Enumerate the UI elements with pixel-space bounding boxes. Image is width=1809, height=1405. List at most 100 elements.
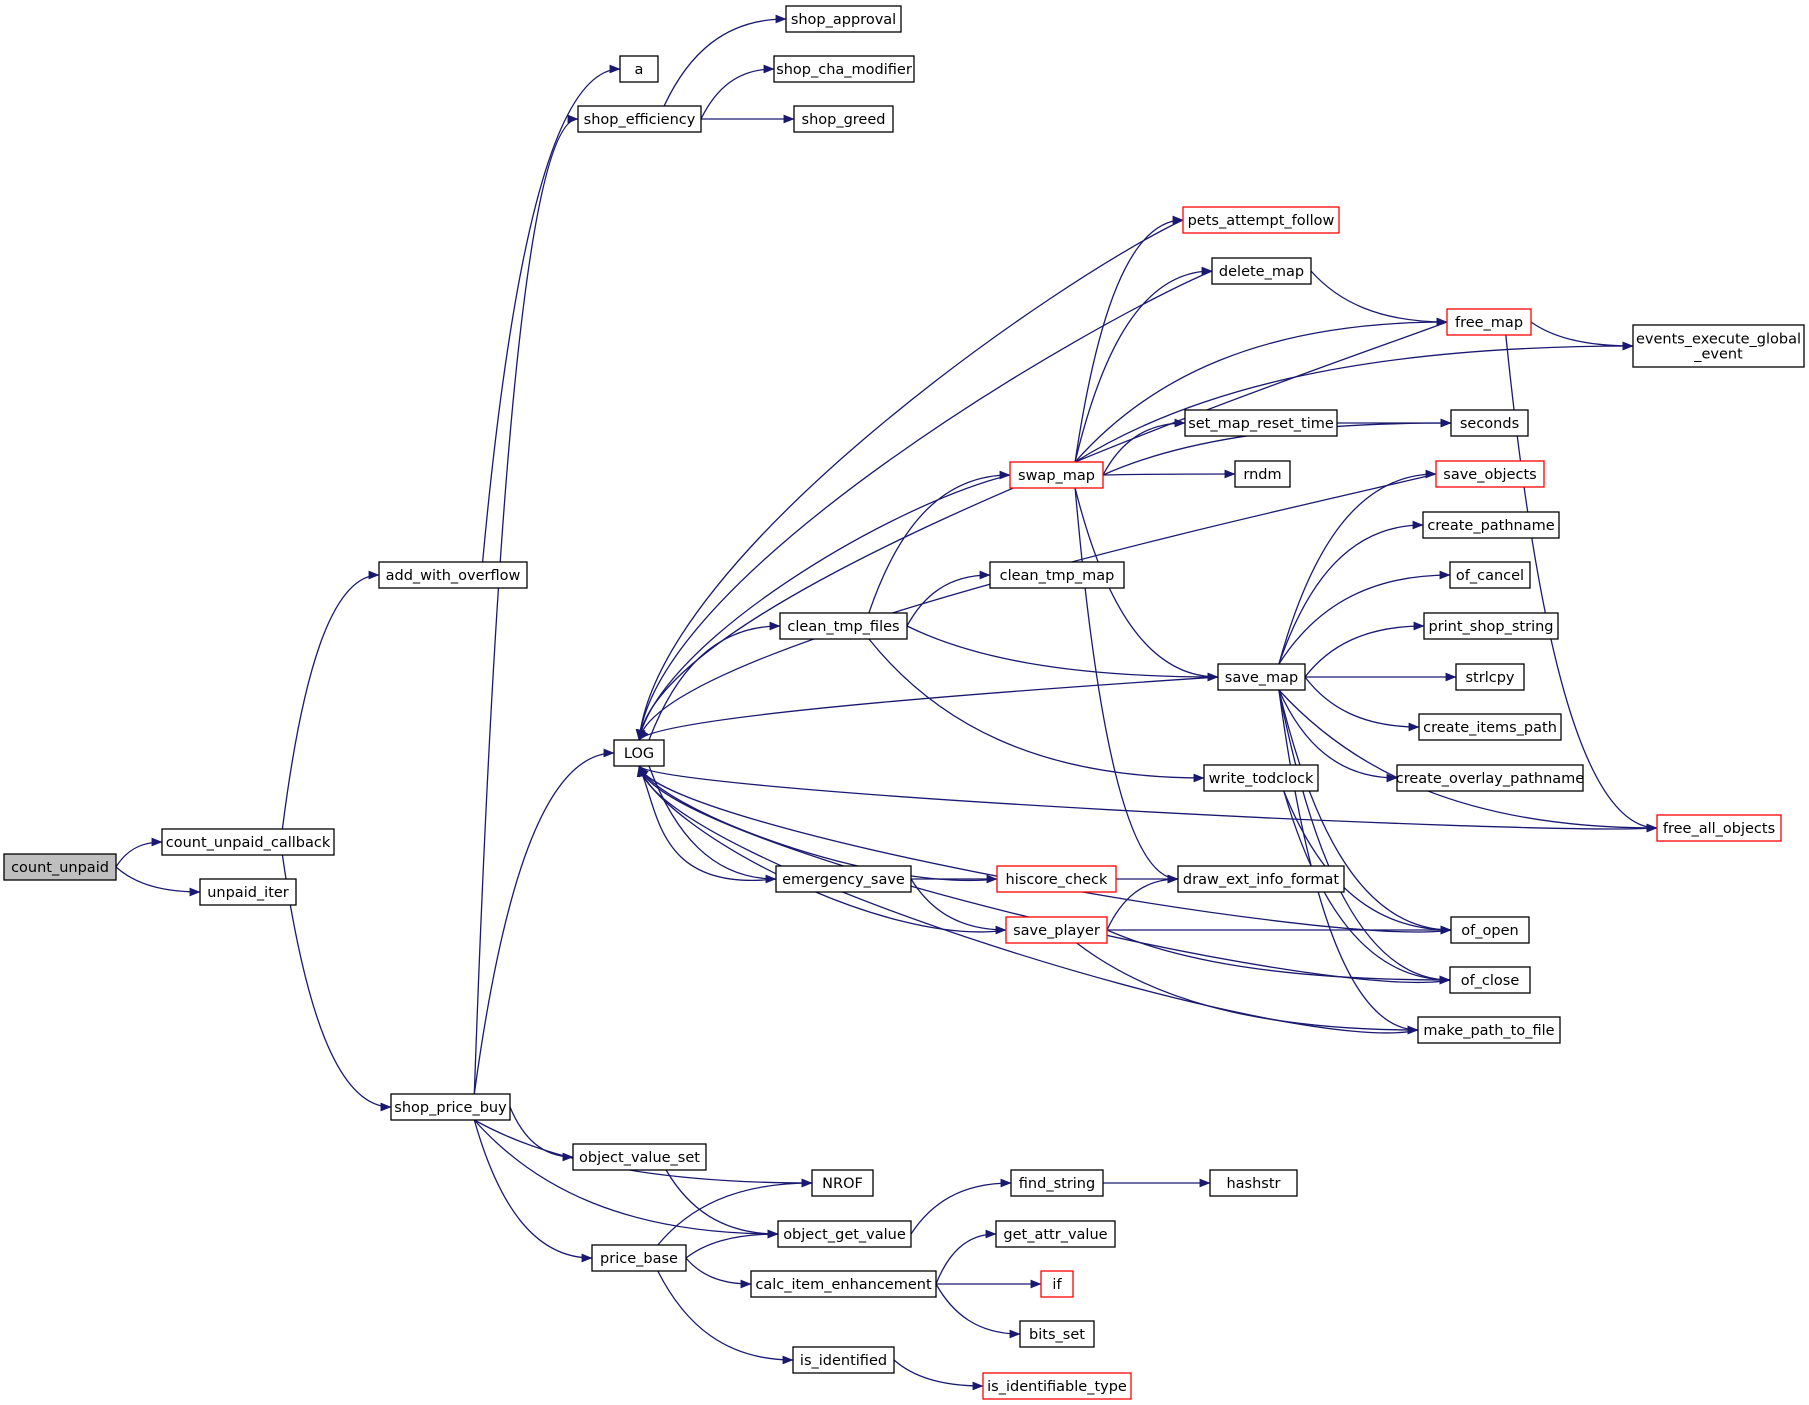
node-emergency-save[interactable]: emergency_save (775, 865, 912, 893)
node-label: free_all_objects (1663, 821, 1775, 837)
node-is-identified[interactable]: is_identified (792, 1346, 895, 1374)
edge-object-value-set-to-object-get-value (665, 1169, 779, 1239)
edge-shop-efficiency-to-shop-cha-modifier (700, 64, 775, 120)
node-box (1449, 561, 1531, 589)
node-object-value-set[interactable]: object_value_set (572, 1143, 707, 1171)
node-box (785, 5, 902, 33)
edge-calc-item-enhancement-to-get-attr-value (935, 1229, 997, 1285)
node-label: of_close (1461, 973, 1520, 989)
node-label: find_string (1019, 1176, 1095, 1192)
node-shop-cha-modifier[interactable]: shop_cha_modifier (773, 55, 915, 83)
node-label: save_objects (1443, 467, 1536, 483)
node-strlcpy[interactable]: strlcpy (1455, 663, 1525, 691)
node-clean-tmp-files[interactable]: clean_tmp_files (779, 612, 908, 640)
node-create-pathname[interactable]: create_pathname (1422, 511, 1560, 539)
node-get-attr-value[interactable]: get_attr_value (995, 1220, 1116, 1248)
edge-write-todclock-to-of-open (1283, 790, 1452, 935)
node-label: shop_cha_modifier (776, 62, 912, 78)
edge-save-map-to-free-all-objects (1278, 689, 1658, 833)
edge-save-map-to-save-objects (1278, 469, 1437, 665)
node-box (1446, 308, 1532, 336)
node-shop-efficiency[interactable]: shop_efficiency (577, 105, 702, 133)
node-label: LOG (624, 746, 654, 762)
node-of-close[interactable]: of_close (1449, 966, 1531, 994)
node-box (1040, 1270, 1074, 1298)
node-swap-map[interactable]: swap_map (1009, 461, 1104, 489)
node-box (1010, 1169, 1104, 1197)
edge-free-map-to-events-execute-global-event (1530, 321, 1634, 351)
node-free-all-objects[interactable]: free_all_objects (1656, 814, 1782, 842)
node-delete-map[interactable]: delete_map (1211, 257, 1312, 285)
edge-save-player-to-draw-ext-info-format (1106, 874, 1179, 931)
node-label: free_map (1455, 315, 1523, 331)
node-shop-greed[interactable]: shop_greed (793, 105, 894, 133)
node-count-unpaid[interactable]: count_unpaid (3, 853, 117, 881)
node-hiscore-check[interactable]: hiscore_check (996, 865, 1117, 893)
edge-save-map-to-of-open (1278, 689, 1452, 935)
edge-calc-item-enhancement-to-bits-set (935, 1283, 1021, 1339)
node-label: of_cancel (1456, 568, 1524, 584)
node-unpaid-iter[interactable]: unpaid_iter (199, 878, 297, 906)
node-save-player[interactable]: save_player (1005, 916, 1108, 944)
node-LOG[interactable]: LOG (613, 739, 665, 767)
node-label: shop_greed (802, 112, 886, 128)
node-of-open[interactable]: of_open (1450, 916, 1530, 944)
node-box (572, 1143, 707, 1171)
edge-of-close-to-LOG (637, 765, 1451, 984)
node-clean-tmp-map[interactable]: clean_tmp_map (989, 561, 1125, 589)
node-add-with-overflow[interactable]: add_with_overflow (378, 561, 528, 589)
node-box (811, 1169, 874, 1197)
node-box (161, 828, 335, 856)
node-write-todclock[interactable]: write_todclock (1203, 764, 1319, 792)
node-shop-approval[interactable]: shop_approval (785, 5, 902, 33)
node-save-objects[interactable]: save_objects (1435, 460, 1545, 488)
node-label: strlcpy (1466, 670, 1515, 686)
node-is-identifiable-type[interactable]: is_identifiable_type (982, 1372, 1132, 1400)
node-price-base[interactable]: price_base (591, 1244, 687, 1272)
node-a[interactable]: a (619, 55, 659, 83)
node-box (989, 561, 1125, 589)
node-label: save_map (1225, 670, 1298, 686)
edge-price-base-to-calc-item-enhancement (685, 1257, 752, 1289)
node-label: rndm (1243, 467, 1281, 483)
node-hashstr[interactable]: hashstr (1209, 1169, 1298, 1197)
node-box (1005, 916, 1108, 944)
node-box (1182, 206, 1340, 234)
node-set-map-reset-time[interactable]: set_map_reset_time (1184, 409, 1338, 437)
node-box (773, 55, 915, 83)
node-make-path-to-file[interactable]: make_path_to_file (1417, 1016, 1561, 1044)
node-bits-set[interactable]: bits_set (1019, 1320, 1095, 1348)
node-save-map[interactable]: save_map (1217, 663, 1306, 691)
node-NROF[interactable]: NROF (811, 1169, 874, 1197)
node-pets-attempt-follow[interactable]: pets_attempt_follow (1182, 206, 1340, 234)
node-label: if (1052, 1277, 1062, 1293)
node-box (1423, 612, 1559, 640)
node-create-overlay-pathname[interactable]: create_overlay_pathname (1396, 764, 1585, 792)
node-label: object_value_set (579, 1150, 700, 1166)
edge-is-identified-to-is-identifiable-type (893, 1359, 984, 1391)
edge-count-unpaid-callback-to-shop-price-buy (281, 854, 392, 1112)
edge-save-map-to-create-items-path (1304, 676, 1420, 732)
node-rndm[interactable]: rndm (1234, 460, 1291, 488)
node-of-cancel[interactable]: of_cancel (1449, 561, 1531, 589)
node-seconds[interactable]: seconds (1450, 409, 1529, 437)
node-if[interactable]: if (1040, 1270, 1074, 1298)
node-box (995, 1220, 1116, 1248)
node-events-execute-global-event[interactable]: events_execute_global_event (1632, 324, 1805, 368)
node-count-unpaid-callback[interactable]: count_unpaid_callback (161, 828, 335, 856)
node-create-items-path[interactable]: create_items_path (1418, 713, 1562, 741)
node-draw-ext-info-format[interactable]: draw_ext_info_format (1177, 865, 1345, 893)
node-label: delete_map (1219, 264, 1304, 280)
node-print-shop-string[interactable]: print_shop_string (1423, 612, 1559, 640)
node-box (793, 105, 894, 133)
node-label: price_base (600, 1251, 678, 1267)
edge-save-player-to-of-close (1106, 929, 1451, 985)
node-shop-price-buy[interactable]: shop_price_buy (390, 1093, 511, 1121)
node-object-get-value[interactable]: object_get_value (777, 1220, 912, 1248)
node-find-string[interactable]: find_string (1010, 1169, 1104, 1197)
edge-price-base-to-object-get-value (685, 1229, 779, 1259)
node-calc-item-enhancement[interactable]: calc_item_enhancement (750, 1270, 937, 1298)
node-box (199, 878, 297, 906)
node-free-map[interactable]: free_map (1446, 308, 1532, 336)
node-box (1019, 1320, 1095, 1348)
